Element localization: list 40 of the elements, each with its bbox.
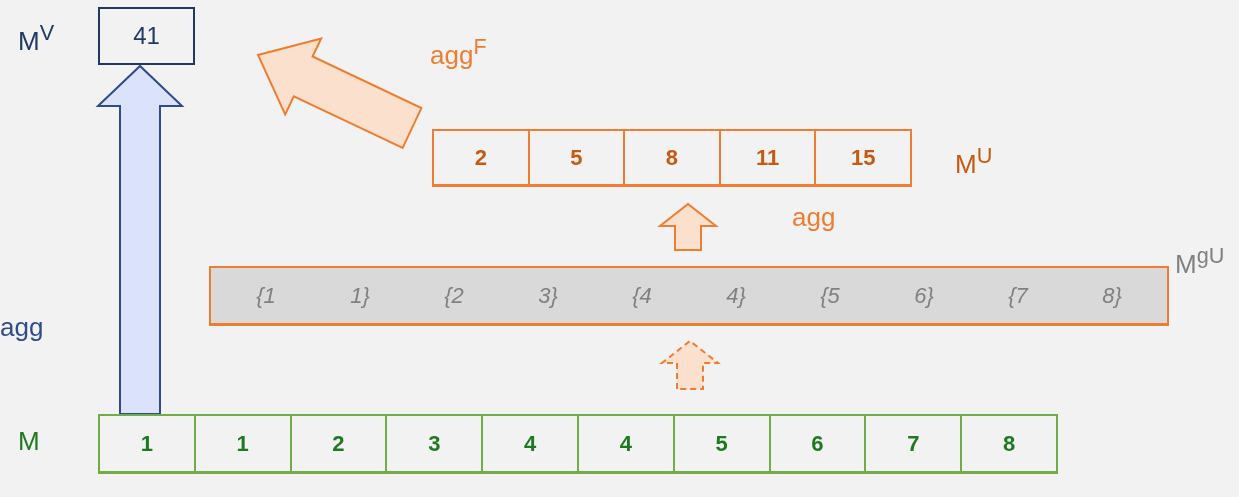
array-cell: 7 xyxy=(864,416,961,471)
array-cell: 6 xyxy=(768,416,865,471)
array-cell: 4 xyxy=(577,416,673,471)
array-cell: 11 xyxy=(718,131,815,184)
row-label: M$^{U}$ xyxy=(955,143,993,180)
row-label: M$^{gU}$ xyxy=(1175,243,1225,280)
group-bound: {7 xyxy=(1007,282,1030,309)
array-cell: 4 xyxy=(481,416,577,471)
group-bound: 4} xyxy=(725,282,747,309)
row-label: M$^{V}$ xyxy=(18,20,55,57)
array-cell: 2 xyxy=(289,416,386,471)
array-cell: 8 xyxy=(623,131,719,184)
group-bound: {4 xyxy=(631,282,653,309)
group-bound: {5 xyxy=(819,282,841,309)
array-cell: 5 xyxy=(672,416,769,471)
array-cell: 3 xyxy=(385,416,482,471)
grouped-array-bar xyxy=(209,266,1169,326)
row-label: M xyxy=(18,426,40,457)
group-bound: 6} xyxy=(913,282,935,309)
edge-label: agg xyxy=(792,202,836,233)
array-row xyxy=(98,414,1058,474)
array-cell: 5 xyxy=(527,131,624,184)
array-cell: 8 xyxy=(960,416,1056,471)
block-arrow xyxy=(657,202,719,251)
array-cell: 1 xyxy=(193,416,290,471)
block-arrow xyxy=(95,64,185,415)
edge-label: agg xyxy=(0,312,44,343)
group-bound: {2 xyxy=(443,282,465,309)
group-bound: 8} xyxy=(1101,282,1123,309)
group-bound: 1} xyxy=(349,282,371,309)
array-row xyxy=(432,129,912,187)
array-cell: 15 xyxy=(814,131,910,184)
array-cell: 2 xyxy=(434,131,528,184)
edge-label: agg$^{F}$ xyxy=(430,34,487,71)
array-cell: 1 xyxy=(100,416,194,471)
value-box: 41 xyxy=(98,7,195,65)
block-arrow xyxy=(659,339,721,390)
group-bound: 3} xyxy=(537,282,559,309)
block-arrow xyxy=(256,37,423,150)
group-bound: {1 xyxy=(255,282,277,309)
